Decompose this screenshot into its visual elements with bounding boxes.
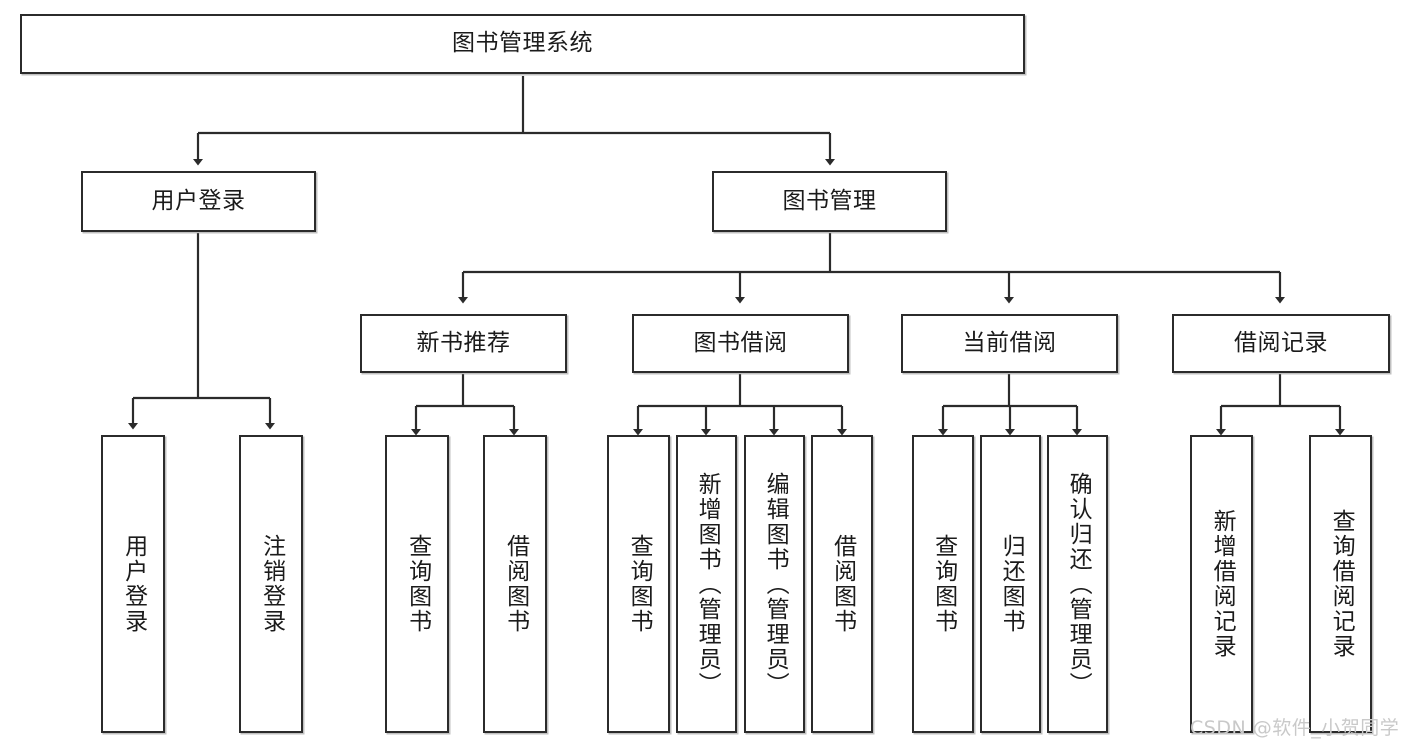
node-label: 借阅图书: [502, 534, 529, 634]
node-book-borrow[interactable]: 图书借阅: [632, 314, 849, 373]
node-label: 新增图书（管理员）: [694, 471, 721, 697]
node-book-management[interactable]: 图书管理: [712, 171, 947, 232]
node-current-borrow[interactable]: 当前借阅: [901, 314, 1118, 373]
node-borrow-record[interactable]: 借阅记录: [1172, 314, 1390, 373]
leaf-current-confirm-return[interactable]: 确认归还（管理员）: [1047, 435, 1108, 733]
node-label: 确认归还（管理员）: [1065, 471, 1092, 697]
node-label: 借阅图书: [829, 534, 856, 634]
leaf-record-add[interactable]: 新增借阅记录: [1190, 435, 1253, 733]
leaf-user-login-logout[interactable]: 注销登录: [239, 435, 303, 733]
csdn-watermark: CSDN @软件_小贺同学: [1190, 717, 1400, 739]
node-label: 新书推荐: [416, 329, 511, 356]
leaf-user-login-login[interactable]: 用户登录: [101, 435, 165, 733]
node-label: 查询图书: [626, 534, 653, 634]
node-root-system[interactable]: 图书管理系统: [20, 14, 1025, 74]
node-label: 当前借阅: [962, 329, 1057, 356]
node-new-book-recommend[interactable]: 新书推荐: [360, 314, 567, 373]
leaf-borrow-edit-book[interactable]: 编辑图书（管理员）: [744, 435, 805, 733]
leaf-borrow-query-book[interactable]: 查询图书: [607, 435, 670, 733]
leaf-new-book-borrow[interactable]: 借阅图书: [483, 435, 547, 733]
node-label: 查询图书: [404, 534, 431, 634]
node-label: 查询图书: [930, 534, 957, 634]
leaf-new-book-query[interactable]: 查询图书: [385, 435, 449, 733]
node-label: 查询借阅记录: [1328, 509, 1355, 659]
leaf-current-return-book[interactable]: 归还图书: [980, 435, 1041, 733]
node-label: 借阅记录: [1234, 329, 1328, 356]
node-label: 新增借阅记录: [1209, 509, 1236, 659]
leaf-current-query-book[interactable]: 查询图书: [912, 435, 974, 733]
node-label: 图书借阅: [693, 329, 788, 356]
leaf-borrow-borrow-book[interactable]: 借阅图书: [811, 435, 873, 733]
leaf-borrow-add-book[interactable]: 新增图书（管理员）: [676, 435, 737, 733]
node-label: 图书管理系统: [452, 30, 593, 57]
node-label: 归还图书: [998, 534, 1025, 634]
node-label: 编辑图书（管理员）: [762, 471, 789, 697]
node-label: 用户登录: [151, 187, 246, 214]
node-label: 注销登录: [258, 534, 285, 634]
leaf-record-query[interactable]: 查询借阅记录: [1309, 435, 1372, 733]
node-user-login[interactable]: 用户登录: [81, 171, 316, 232]
node-label: 图书管理: [782, 187, 877, 214]
node-label: 用户登录: [120, 534, 147, 634]
